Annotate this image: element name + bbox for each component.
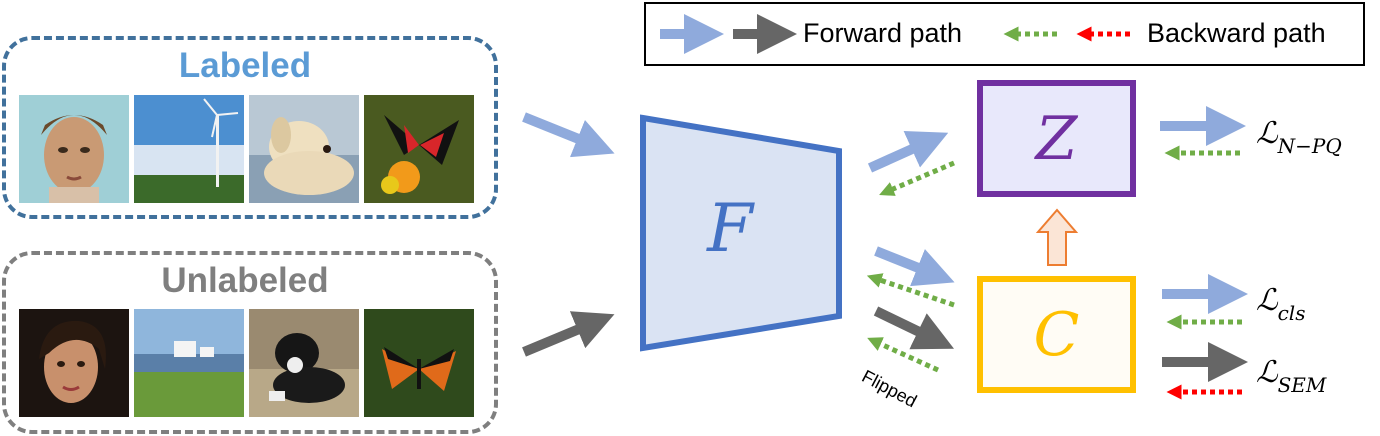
loss-cls: ℒcls bbox=[1256, 283, 1305, 325]
loss-npq: ℒN−PQ bbox=[1256, 116, 1342, 158]
labeled-image-dog bbox=[249, 95, 359, 203]
f-to-c-flipped-arrow bbox=[873, 306, 955, 350]
dog-photo-icon bbox=[249, 95, 359, 203]
unlabeled-title: Unlabeled bbox=[161, 261, 329, 300]
loss-npq-script: ℒ bbox=[1256, 116, 1278, 151]
labeled-group bbox=[2, 36, 498, 219]
labeled-image-face bbox=[19, 95, 129, 203]
module-z: Z bbox=[977, 80, 1136, 197]
module-f-label: F bbox=[707, 190, 753, 267]
f-to-c-arrow bbox=[874, 246, 955, 287]
unlabeled-group bbox=[2, 251, 498, 434]
c-to-f-backward-arrow bbox=[866, 273, 955, 308]
unlabeled-image-landscape bbox=[134, 309, 244, 417]
loss-sem-subscript: SEM bbox=[1277, 373, 1327, 397]
module-c-label: C bbox=[1033, 300, 1080, 370]
labeled-to-f-arrow bbox=[522, 112, 615, 158]
loss-cls-subscript: cls bbox=[1277, 301, 1306, 325]
f-to-z-arrow bbox=[867, 130, 949, 173]
labeled-image-windmill bbox=[134, 95, 244, 203]
face-photo-icon bbox=[19, 309, 129, 417]
loss-npq-subscript: N−PQ bbox=[1277, 134, 1342, 158]
butterfly-photo-icon bbox=[364, 95, 474, 203]
butterfly-photo-icon bbox=[364, 309, 474, 417]
module-c: C bbox=[977, 276, 1136, 393]
z-to-f-backward-arrow bbox=[879, 160, 955, 196]
unlabeled-image-butterfly bbox=[364, 309, 474, 417]
labeled-title: Labeled bbox=[178, 46, 312, 85]
loss-sem-script: ℒ bbox=[1256, 355, 1278, 390]
unlabeled-image-face bbox=[19, 309, 129, 417]
loss-sem: ℒSEM bbox=[1256, 355, 1326, 397]
loss-cls-script: ℒ bbox=[1256, 283, 1278, 318]
c-to-z-up-arrow bbox=[1035, 208, 1079, 266]
landscape-photo-icon bbox=[134, 309, 244, 417]
module-f: F bbox=[670, 190, 790, 267]
windmill-photo-icon bbox=[134, 95, 244, 203]
c-to-f-flipped-backward-arrow bbox=[867, 337, 940, 373]
module-z-label: Z bbox=[1035, 104, 1078, 174]
legend-forward-label: Forward path bbox=[803, 18, 963, 48]
legend-backward-label: Backward path bbox=[1147, 18, 1326, 48]
unlabeled-image-dog bbox=[249, 309, 359, 417]
labeled-image-butterfly bbox=[364, 95, 474, 203]
face-photo-icon bbox=[19, 95, 129, 203]
dog-photo-icon bbox=[249, 309, 359, 417]
unlabeled-to-f-arrow bbox=[522, 311, 615, 357]
